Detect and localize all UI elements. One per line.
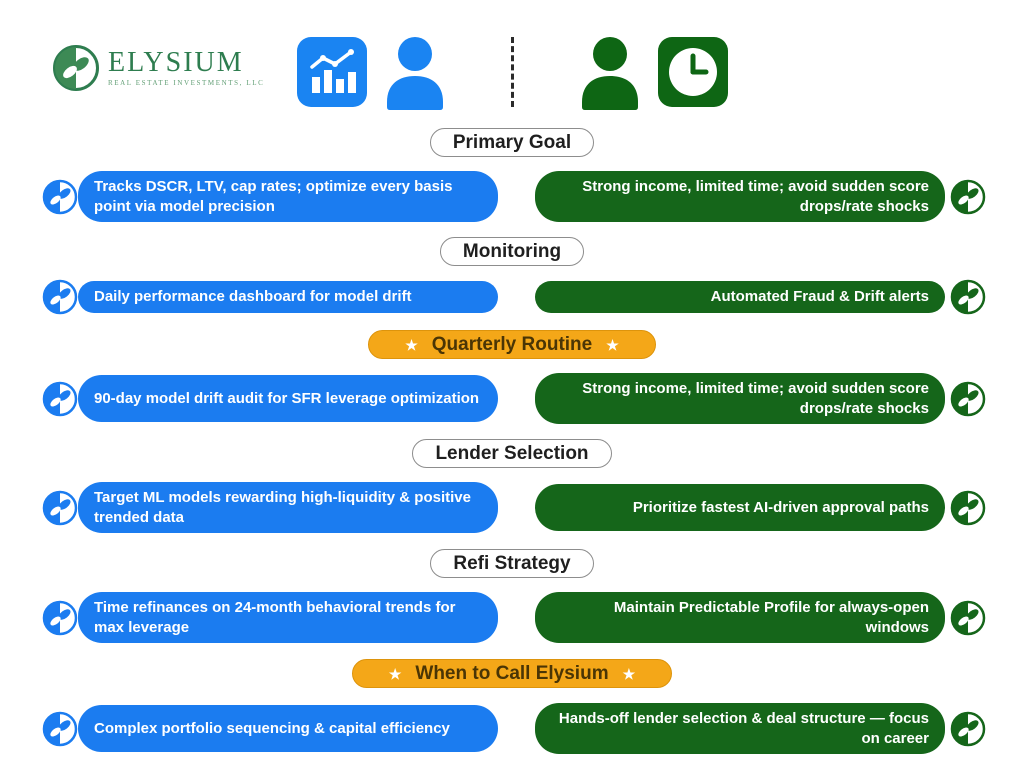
- investor-pill: Complex portfolio sequencing & capital e…: [78, 705, 498, 752]
- elysium-leaf-icon-blue: [42, 279, 78, 315]
- investor-person-icon: [386, 37, 443, 110]
- elysium-leaf-icon-green: [950, 279, 986, 315]
- professional-pill: Strong income, limited time; avoid sudde…: [535, 373, 945, 424]
- top-header-area: ELYSIUM REAL ESTATE INVESTMENTS, LLC: [0, 0, 1024, 128]
- professional-pill: Automated Fraud & Drift alerts: [535, 281, 945, 313]
- elysium-leaf-icon-blue: [42, 711, 78, 746]
- star-icon: ★: [388, 665, 402, 682]
- brand-name: ELYSIUM: [108, 47, 244, 78]
- section-title: Lender Selection: [435, 442, 589, 464]
- comparison-row-primary-goal: Tracks DSCR, LTV, cap rates; optimize ev…: [0, 171, 1024, 222]
- section-title: Primary Goal: [452, 131, 572, 153]
- professional-pill: Hands-off lender selection & deal struct…: [535, 703, 945, 754]
- bar-chart-icon: [296, 37, 367, 107]
- section-header-row: ★ Quarterly Routine ★: [0, 330, 1024, 359]
- comparison-row-lender-selection: Target ML models rewarding high-liquidit…: [0, 482, 1024, 533]
- professional-pill: Prioritize fastest AI-driven approval pa…: [535, 484, 945, 531]
- elysium-leaf-icon: [53, 45, 99, 91]
- brand-text: ELYSIUM REAL ESTATE INVESTMENTS, LLC: [108, 47, 265, 88]
- section-header-refi-strategy: Refi Strategy: [430, 549, 594, 578]
- elysium-leaf-icon-green: [950, 490, 986, 525]
- section-title: When to Call Elysium: [415, 662, 609, 684]
- elysium-logo: ELYSIUM REAL ESTATE INVESTMENTS, LLC: [52, 44, 264, 92]
- persona-icons: [0, 32, 1024, 112]
- divider-dashed-line: [510, 37, 514, 107]
- section-title: Monitoring: [462, 240, 562, 262]
- professional-pill: Strong income, limited time; avoid sudde…: [535, 171, 945, 222]
- elysium-leaf-icon-blue: [42, 179, 78, 214]
- elysium-leaf-icon-green: [950, 381, 986, 416]
- investor-pill: Time refinances on 24-month behavioral t…: [78, 592, 498, 643]
- section-title: Quarterly Routine: [431, 333, 593, 355]
- elysium-leaf-icon-blue: [42, 381, 78, 416]
- sections-flow: Primary Goal Tracks DSCR, LTV, cap rates…: [0, 128, 1024, 754]
- professional-pill: Maintain Predictable Profile for always-…: [535, 592, 945, 643]
- elysium-leaf-icon-blue: [42, 600, 78, 635]
- comparison-row-refi-strategy: Time refinances on 24-month behavioral t…: [0, 592, 1024, 643]
- elysium-leaf-icon-green: [950, 711, 986, 746]
- section-header-when-to-call-elysium: ★ When to Call Elysium ★: [351, 659, 673, 688]
- section-header-row: Primary Goal: [0, 128, 1024, 157]
- elysium-leaf-icon-blue: [42, 490, 78, 525]
- star-icon: ★: [606, 336, 619, 353]
- comparison-row-when-to-call-elysium: Complex portfolio sequencing & capital e…: [0, 703, 1024, 754]
- section-header-row: Monitoring: [0, 237, 1024, 266]
- investor-pill: 90-day model drift audit for SFR leverag…: [78, 375, 498, 422]
- section-header-row: Refi Strategy: [0, 549, 1024, 578]
- brand-subtitle: REAL ESTATE INVESTMENTS, LLC: [108, 79, 265, 87]
- section-header-lender-selection: Lender Selection: [412, 439, 612, 468]
- star-icon: ★: [622, 665, 636, 682]
- professional-person-icon: [581, 37, 638, 110]
- section-header-row: Lender Selection: [0, 439, 1024, 468]
- section-header-row: ★ When to Call Elysium ★: [0, 659, 1024, 688]
- investor-pill: Tracks DSCR, LTV, cap rates; optimize ev…: [78, 171, 498, 222]
- comparison-row-quarterly-routine: 90-day model drift audit for SFR leverag…: [0, 373, 1024, 424]
- section-header-monitoring: Monitoring: [439, 237, 585, 266]
- elysium-leaf-icon-green: [950, 179, 986, 214]
- star-icon: ★: [405, 336, 418, 353]
- investor-pill: Target ML models rewarding high-liquidit…: [78, 482, 498, 533]
- investor-pill: Daily performance dashboard for model dr…: [78, 281, 498, 313]
- comparison-row-monitoring: Daily performance dashboard for model dr…: [0, 279, 1024, 315]
- section-header-quarterly-routine: ★ Quarterly Routine ★: [368, 330, 656, 359]
- section-header-primary-goal: Primary Goal: [429, 128, 595, 157]
- elysium-leaf-icon-green: [950, 600, 986, 635]
- section-title: Refi Strategy: [453, 552, 571, 574]
- clock-icon: [657, 37, 728, 107]
